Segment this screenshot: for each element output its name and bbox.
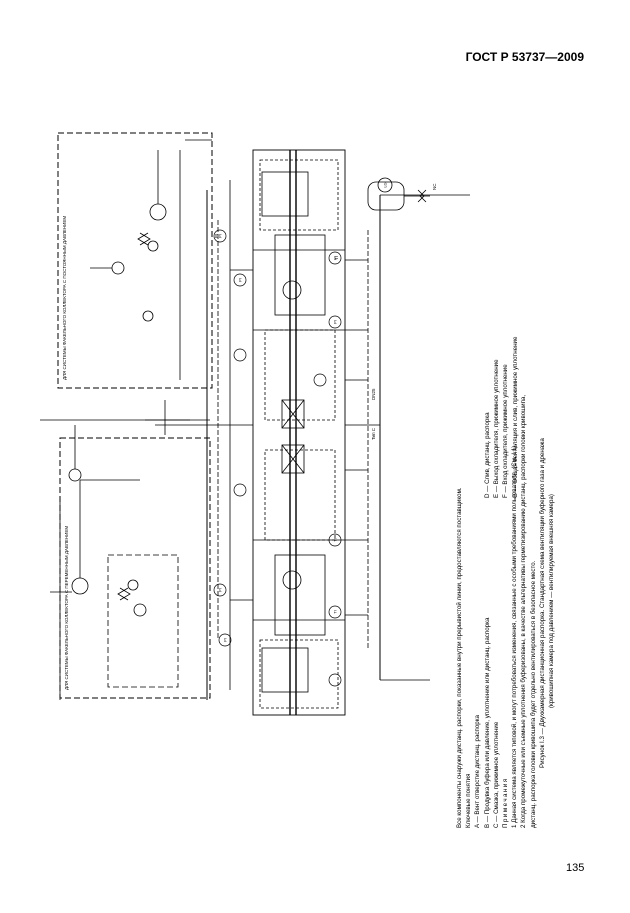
instrument-tag: PI [218, 588, 223, 592]
instrument-tag: PI [333, 256, 338, 260]
keys-title: Ключевые понятия [465, 773, 473, 828]
figure-caption-a: Рисунок I.3 — Двухкамерная дистанционная… [538, 438, 546, 768]
tag-ti: TI [334, 256, 339, 260]
vent-stack [40, 419, 210, 482]
drawing-labels: ДЛЯ СИСТЕМЫ ФАКЕЛЬНОГО КОЛЛЕКТОРА С ПЕРЕ… [62, 183, 437, 690]
note-2a: 2 Когда промежуточные или съемные уплотн… [520, 394, 528, 828]
tag-dn25: DN25 [371, 388, 376, 400]
drain-pot [367, 177, 430, 211]
cylinder-assembly [252, 149, 346, 716]
instrument-tag: PI [333, 320, 338, 324]
variable-box-title: ДЛЯ СИСТЕМЫ ФАКЕЛЬНОГО КОЛЛЕКТОРА С ПЕРЕ… [64, 526, 69, 690]
instruments [213, 229, 342, 687]
key-f: F — Вход охладителя, прижимное уплотнени… [502, 364, 510, 498]
instrument-tag: LG [383, 182, 388, 187]
notes-block: Все компоненты снаружи дистанц. распорки… [90, 0, 630, 828]
instrument-tag: TI [333, 538, 338, 542]
keys-right: D — Слив, дистанц. распорка E — Выход ох… [483, 337, 520, 498]
constant-box-title: ДЛЯ СИСТЕМЫ ФАКЕЛЬНОГО КОЛЛЕКТОРА С ПОСТ… [62, 216, 67, 380]
notes-intro: Все компоненты снаружи дистанц. распорки… [456, 487, 463, 828]
key-e: E — Выход охладителя, прижимное уплотнен… [493, 359, 501, 498]
tag-tip-c: Тип С [371, 427, 376, 440]
standard-header: ГОСТ Р 53737—2009 [465, 50, 584, 64]
instrument-tag: TI [333, 610, 338, 614]
page-number: 135 [566, 862, 585, 874]
instrument-tag: PI [223, 638, 228, 642]
figure-caption-b: (кривошипная камера под давлением — вент… [548, 494, 556, 708]
instrument-tag: PI [218, 234, 223, 238]
variable-pressure-box [50, 437, 211, 700]
tag-pi: PI [214, 234, 219, 238]
key-g: G — Общая вентиляция и слив, прижимное у… [511, 336, 519, 498]
key-d: D — Слив, дистанц. распорка [484, 412, 491, 498]
key-a: A — Вент отверстие дистанц. распорка [474, 715, 482, 828]
note-2b: дистанц. распорка головки кривошипа буде… [529, 560, 537, 828]
constant-pressure-box [57, 132, 213, 389]
piping [145, 180, 470, 700]
tag-nc: NC [432, 183, 437, 190]
instrument-tag: PI [238, 278, 243, 282]
